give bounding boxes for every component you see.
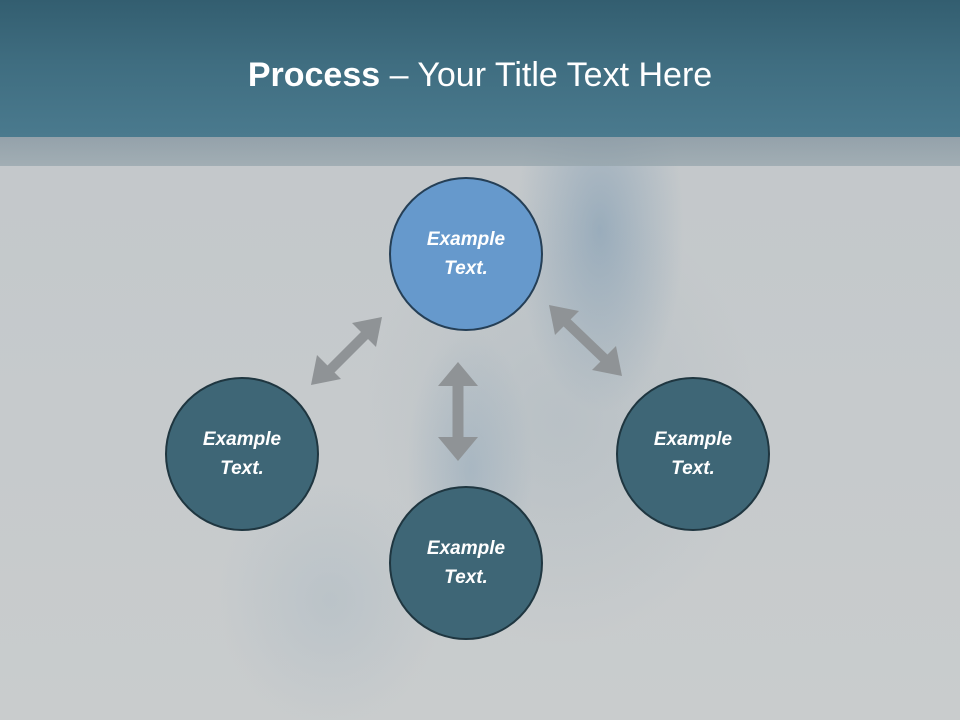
node-right-label: Example Text. <box>653 429 733 479</box>
double-arrow-upper-left <box>311 317 382 385</box>
node-top[interactable]: Example Text. <box>389 177 543 331</box>
double-arrow-upper-right <box>549 305 622 376</box>
slide-title: Process – Your Title Text Here <box>0 52 960 98</box>
node-right[interactable]: Example Text. <box>616 377 770 531</box>
node-bottom-label: Example Text. <box>426 538 506 588</box>
title-rest: – Your Title Text Here <box>380 56 713 94</box>
title-bar <box>0 0 960 137</box>
node-bottom[interactable]: Example Text. <box>389 486 543 640</box>
double-arrow-vertical <box>438 362 478 461</box>
title-bold: Process <box>247 56 381 94</box>
node-left[interactable]: Example Text. <box>165 377 319 531</box>
node-left-label: Example Text. <box>202 429 282 479</box>
node-top-label: Example Text. <box>426 229 506 279</box>
title-strip <box>0 137 960 166</box>
